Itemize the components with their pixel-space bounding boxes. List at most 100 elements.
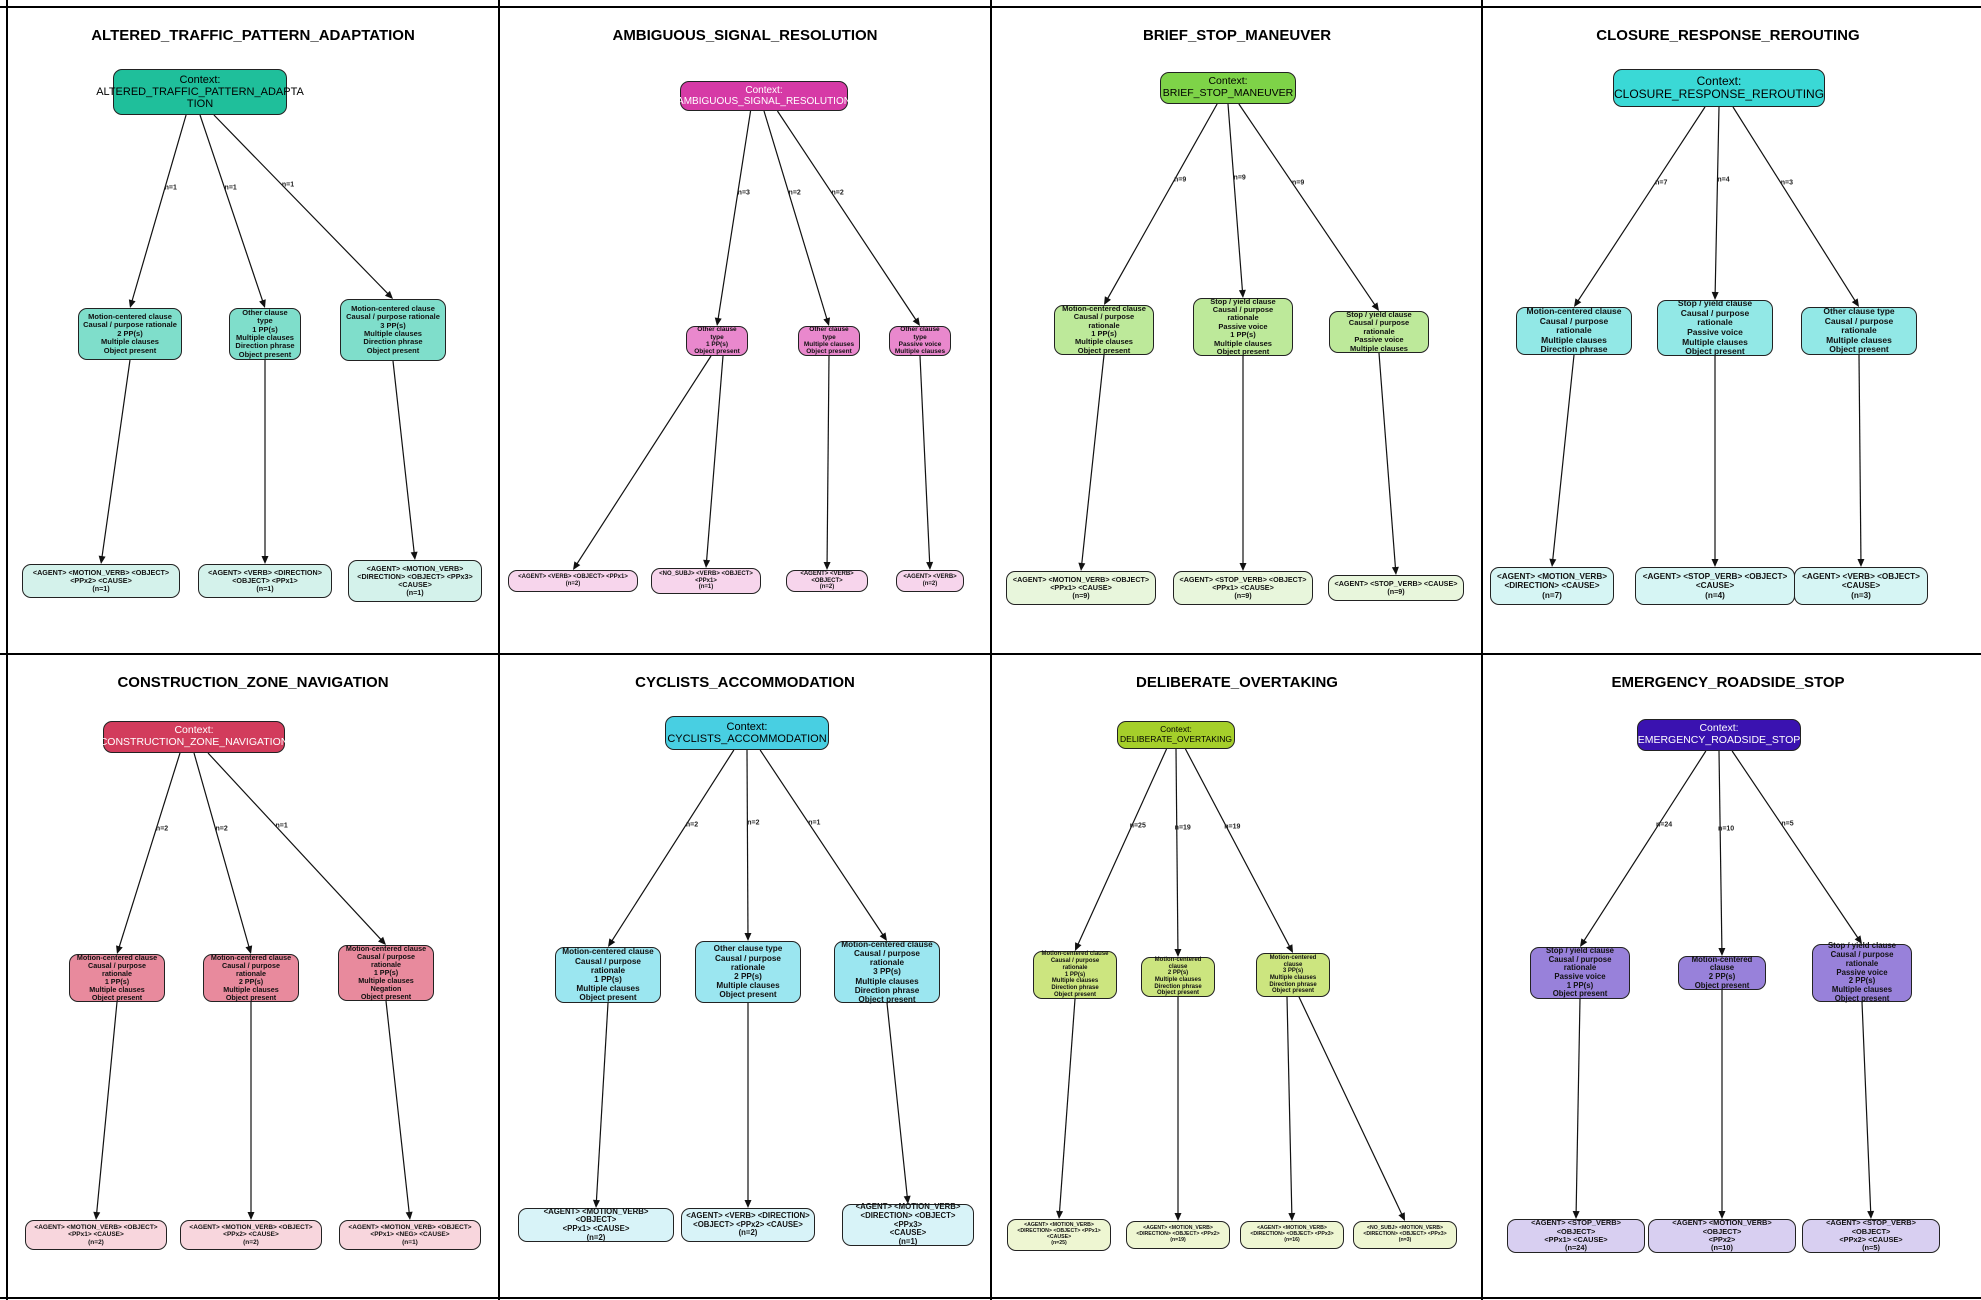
node-text-line: (n=25) [1051,1239,1067,1246]
edge-context-to-mid [1731,750,1860,940]
node-text-line: (n=16) [1284,1236,1300,1243]
node-text-line: Stop / yield clause [1545,945,1615,955]
edge-context-to-mid-head [384,290,393,299]
node-text-line: <AGENT> <MOTION_VERB> <OBJECT> [543,1206,649,1225]
node-text-line: <PPx2> [1708,1235,1736,1244]
node-text-line: Other clause type [1823,306,1895,317]
panel-title: BRIEF_STOP_MANEUVER [1142,27,1332,44]
edge-count-label: n=1 [808,819,821,827]
node-text-line: Object present [858,994,916,1004]
edge-count-label: n=9 [1291,179,1305,187]
node-text-line: <DIRECTION> <OBJECT> <PPx2> [1136,1231,1220,1238]
node-text-line: Multiple clauses [894,348,946,356]
panel-title: ALTERED_TRAFFIC_PATTERN_ADAPTATION [91,27,415,44]
node-text-line: 1 PP(s) [373,967,399,977]
node-text-line: Stop / yield clause [1210,296,1276,306]
edge-context-to-mid [1076,748,1168,946]
node-text-line: Causal / purpose rationale [1830,950,1894,968]
node-text-line: <DIRECTION> <OBJECT> <PPx3> [357,571,473,581]
edge-mid-to-template [1858,354,1862,562]
edge-count-label: n=4 [1717,176,1730,184]
node-text-line: <PPx1> [695,577,717,584]
template-node: <AGENT> <MOTION_VERB> <OBJECT><PPx1> <CA… [25,1220,167,1250]
node-text-line: Motion-centered clause [345,943,427,953]
node-text-line: Object present [1694,980,1750,990]
edge-count-label: n=7 [1655,179,1668,187]
edge-count-label: n=5 [1781,820,1794,828]
node-text-line: 3 PP(s) [380,320,406,330]
node-text-line: <PPx2> <CAUSE> [1839,1235,1903,1244]
context-node: Context:EMERGENCY_ROADSIDE_STOP [1637,719,1801,751]
node-text-line: Context: [174,724,214,737]
edge-context-to-mid [763,110,828,321]
node-text-line: Motion-centered clause [1041,951,1109,958]
edge-context-to-mid [1732,106,1857,303]
edge-mid-to-template-head [823,561,831,570]
edge-context-to-mid-head [128,299,136,308]
node-text-line: Motion-centered clause [351,303,435,313]
node-text-line: <AGENT> <MOTION_VERB> [1143,1225,1213,1232]
node-text-line: Causal / purpose rationale [346,312,440,322]
edge-context-to-mid [746,749,749,936]
template-node: <AGENT> <STOP_VERB> <CAUSE>(n=9) [1328,575,1464,601]
node-text-line: (n=2) [88,1238,104,1246]
template-node: <AGENT> <MOTION_VERB> <OBJECT><PPx2>(n=1… [1648,1219,1796,1253]
node-text-line: Multiple clauses [855,976,919,986]
node-text-line: 2 PP(s) [117,328,143,338]
edge-mid-to-template-head [261,556,269,564]
edge-count-label: n=2 [215,825,228,833]
node-text-line: Object present [360,992,412,1002]
template-node: <AGENT> <VERB> <OBJECT> <PPx1>(n=2) [508,570,638,592]
edge-mid-to-template [1552,354,1575,562]
node-text-line: (n=4) [1705,590,1725,600]
node-text-line: 2 PP(s) [1167,970,1189,977]
node-text-line: <AGENT> <VERB> <DIRECTION> [208,567,322,577]
node-text-line: Motion-centered clause [1062,303,1146,313]
node-text-line: Multiple clauses [1826,334,1892,345]
edge-count-label: n=1 [224,184,237,192]
node-text-line: 1 PP(s) [1091,329,1117,338]
panel-title: AMBIGUOUS_SIGNAL_RESOLUTION [612,27,878,44]
node-text-line: <CAUSE> [889,1228,927,1238]
node-text-line: Object present [719,990,777,1000]
edge-context-to-mid [1718,750,1723,951]
node-text-line: (n=7) [1542,590,1562,600]
node-text-line: EMERGENCY_ROADSIDE_STOP [1637,734,1801,746]
node-text-line: <AGENT> <MOTION_VERB> <OBJECT> [32,567,170,577]
node-text-line: <PPx1> <CAUSE> [1050,582,1112,592]
node-text-line: Causal / purpose rationale [1539,315,1609,336]
edge-mid-to-template [1298,996,1403,1216]
node-text-line: <AGENT> <STOP_VERB> <OBJECT> [1826,1218,1916,1236]
edge-mid-to-template-head [1857,558,1865,567]
node-text-line: Causal / purpose rationale [1050,958,1100,971]
node-text-line: Causal / purpose rationale [83,320,177,330]
node-text-line: <CAUSE> [398,580,432,589]
node-text-line: Causal / purpose rationale [88,960,146,978]
node-text-line: Context: [1696,73,1742,88]
node-text-line: Object present [1685,346,1745,357]
node-text-line: 1 PP(s) [104,977,130,986]
template-node: <AGENT> <MOTION_VERB><DIRECTION> <OBJECT… [1240,1221,1344,1249]
node-text-line: <AGENT> <VERB> <OBJECT> <PPx1> [518,574,628,581]
edge-mid-to-template-head [1398,1212,1405,1221]
grid-line-v3 [990,0,992,1300]
template-node: <AGENT> <MOTION_VERB> <OBJECT><PPx1> <CA… [1006,571,1156,605]
edge-context-to-mid [1184,748,1291,948]
node-text-line: <CAUSE> [1046,1234,1072,1240]
edge-mid-to-template-head [1078,562,1086,571]
node-text-line: 3 PP(s) [873,967,901,977]
edge-mid-to-template-head [744,1200,752,1208]
edge-count-label: n=19 [1224,823,1241,831]
context-node: Context:BRIEF_STOP_MANEUVER [1160,72,1296,104]
edge-mid-to-template-head [1549,558,1557,567]
